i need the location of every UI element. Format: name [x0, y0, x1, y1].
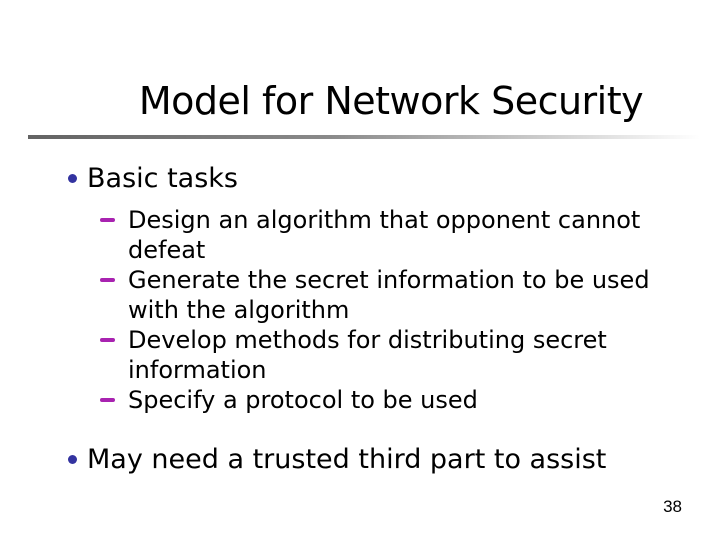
sub-bullet-line: information [128, 356, 267, 384]
sub-bullet-item: Develop methods for distributing secret … [100, 325, 650, 385]
bullet-item-may-need: May need a trusted third part to assist [68, 444, 606, 476]
sub-bullet-text: Specify a protocol to be used [128, 385, 478, 415]
bullet-item-basic-tasks: Basic tasks [68, 163, 238, 195]
sub-bullet-line: Specify a protocol to be used [128, 386, 478, 414]
sub-bullet-line: Develop methods for distributing secret [128, 326, 607, 354]
dash-icon [100, 218, 115, 222]
page-number: 38 [663, 497, 682, 516]
title-underline-rule [28, 135, 700, 139]
bullet-dot-icon [68, 455, 77, 464]
sub-bullet-line: defeat [128, 236, 206, 264]
bullet-label: May need a trusted third part to assist [87, 444, 607, 475]
sub-bullet-line: with the algorithm [128, 296, 350, 324]
sub-bullet-item: Specify a protocol to be used [100, 385, 650, 415]
slide-title: Model for Network Security [138, 79, 644, 123]
dash-icon [100, 278, 115, 282]
sub-bullet-list: Design an algorithm that opponent cannot… [100, 205, 650, 415]
sub-bullet-item: Design an algorithm that opponent cannot… [100, 205, 650, 265]
bullet-label: Basic tasks [87, 163, 238, 194]
dash-icon [100, 398, 115, 402]
sub-bullet-line: Design an algorithm that opponent cannot [128, 206, 641, 234]
sub-bullet-item: Generate the secret information to be us… [100, 265, 650, 325]
sub-bullet-text: Generate the secret information to be us… [128, 265, 650, 325]
sub-bullet-text: Develop methods for distributing secret … [128, 325, 607, 385]
sub-bullet-line: Generate the secret information to be us… [128, 266, 650, 294]
dash-icon [100, 338, 115, 342]
sub-bullet-text: Design an algorithm that opponent cannot… [128, 205, 640, 265]
bullet-dot-icon [68, 174, 77, 183]
